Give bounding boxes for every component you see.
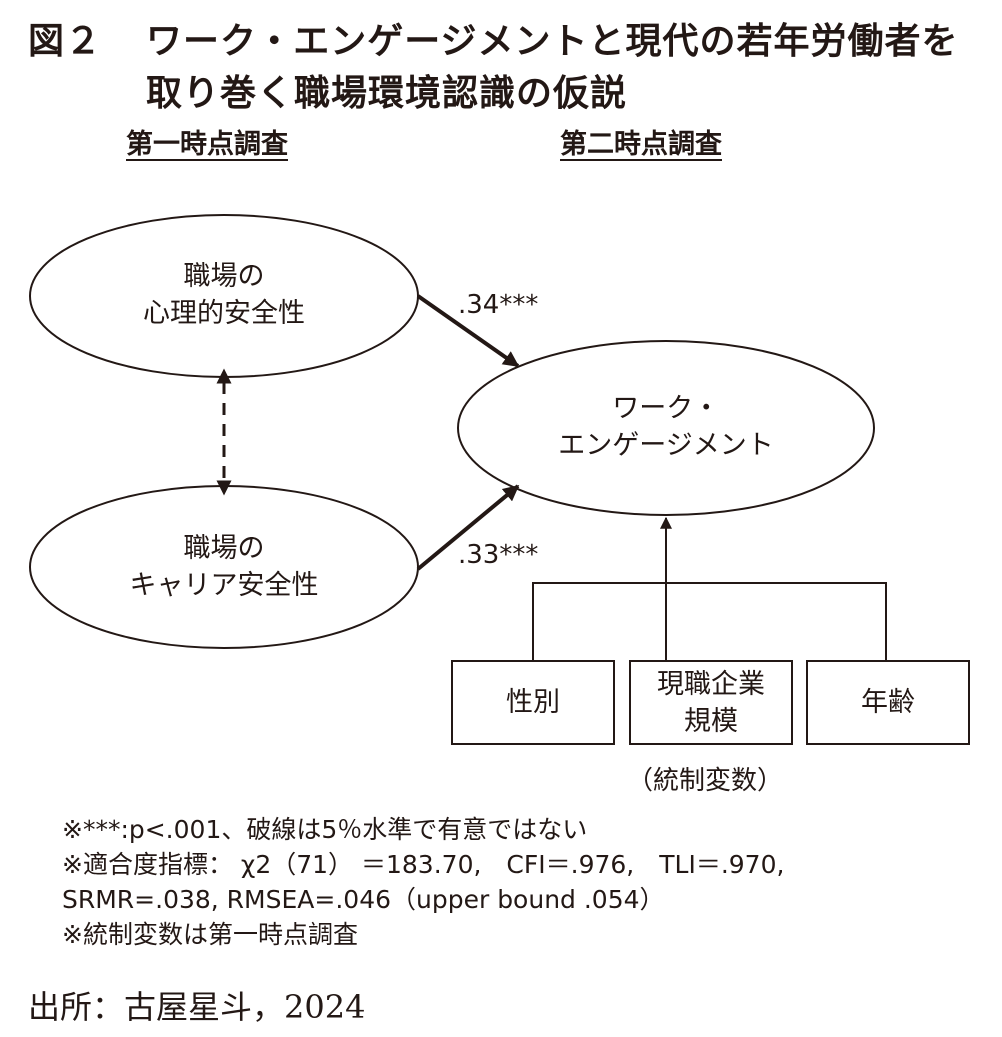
engagement-label: ワーク・ エンゲージメント <box>516 390 816 464</box>
note-control-timing: ※統制変数は第一時点調査 <box>62 920 358 949</box>
control-bracket <box>532 582 887 660</box>
note-fit-indices: ※適合度指標： χ2（71） ＝183.70, CFI＝.976, TLI＝.9… <box>62 850 785 879</box>
coef-career-to-engagement: .33*** <box>458 540 539 570</box>
age-label: 年齢 <box>861 687 915 718</box>
figure-number: 図２ <box>28 21 103 62</box>
arrow-career-to-engagement <box>416 484 520 571</box>
coef-psych-to-engagement: .34*** <box>458 290 539 320</box>
box-age: 年齢 <box>806 660 970 745</box>
psych-safety-label-line-2: 心理的安全性 <box>143 298 305 329</box>
company-size-label-line-2: 規模 <box>684 705 738 737</box>
engagement-label-line-2: エンゲージメント <box>558 430 774 461</box>
career-safety-label-line-2: キャリア安全性 <box>129 570 319 601</box>
header-second-survey: 第二時点調査 <box>560 129 722 160</box>
header-first-survey: 第一時点調査 <box>126 129 288 160</box>
source-citation: 出所：古屋星斗，2024 <box>28 988 366 1026</box>
engagement-label-line-1: ワーク・ <box>612 393 720 424</box>
figure-title-line-1: ワーク・エンゲージメントと現代の若年労働者を <box>146 21 959 62</box>
box-gender: 性別 <box>451 660 615 745</box>
box-company-size: 現職企業 規模 <box>629 660 793 745</box>
ellipse-engagement <box>457 340 875 516</box>
gender-label: 性別 <box>506 687 560 718</box>
career-safety-label-line-1: 職場の <box>183 533 265 564</box>
company-size-label-line-1: 現職企業 <box>657 668 765 700</box>
figure-title: 図２ ワーク・エンゲージメントと現代の若年労働者を 取り巻く職場環境認識の仮説 <box>28 16 959 120</box>
notes: ※***:p<.001、破線は5％水準で有意ではない ※適合度指標： χ2（71… <box>62 812 784 952</box>
note-fit-indices-cont: SRMR=.038, RMSEA=.046（upper bound .054） <box>62 885 665 914</box>
arrow-psych-to-engagement <box>416 294 520 368</box>
control-variables-label: （統制変数） <box>627 766 784 796</box>
career-safety-label: 職場の キャリア安全性 <box>74 530 374 604</box>
note-significance: ※***:p<.001、破線は5％水準で有意ではない <box>62 815 588 844</box>
psych-safety-label-line-1: 職場の <box>183 261 265 292</box>
psych-safety-label: 職場の 心理的安全性 <box>74 258 374 332</box>
figure-title-line-2: 取り巻く職場環境認識の仮説 <box>146 73 628 114</box>
